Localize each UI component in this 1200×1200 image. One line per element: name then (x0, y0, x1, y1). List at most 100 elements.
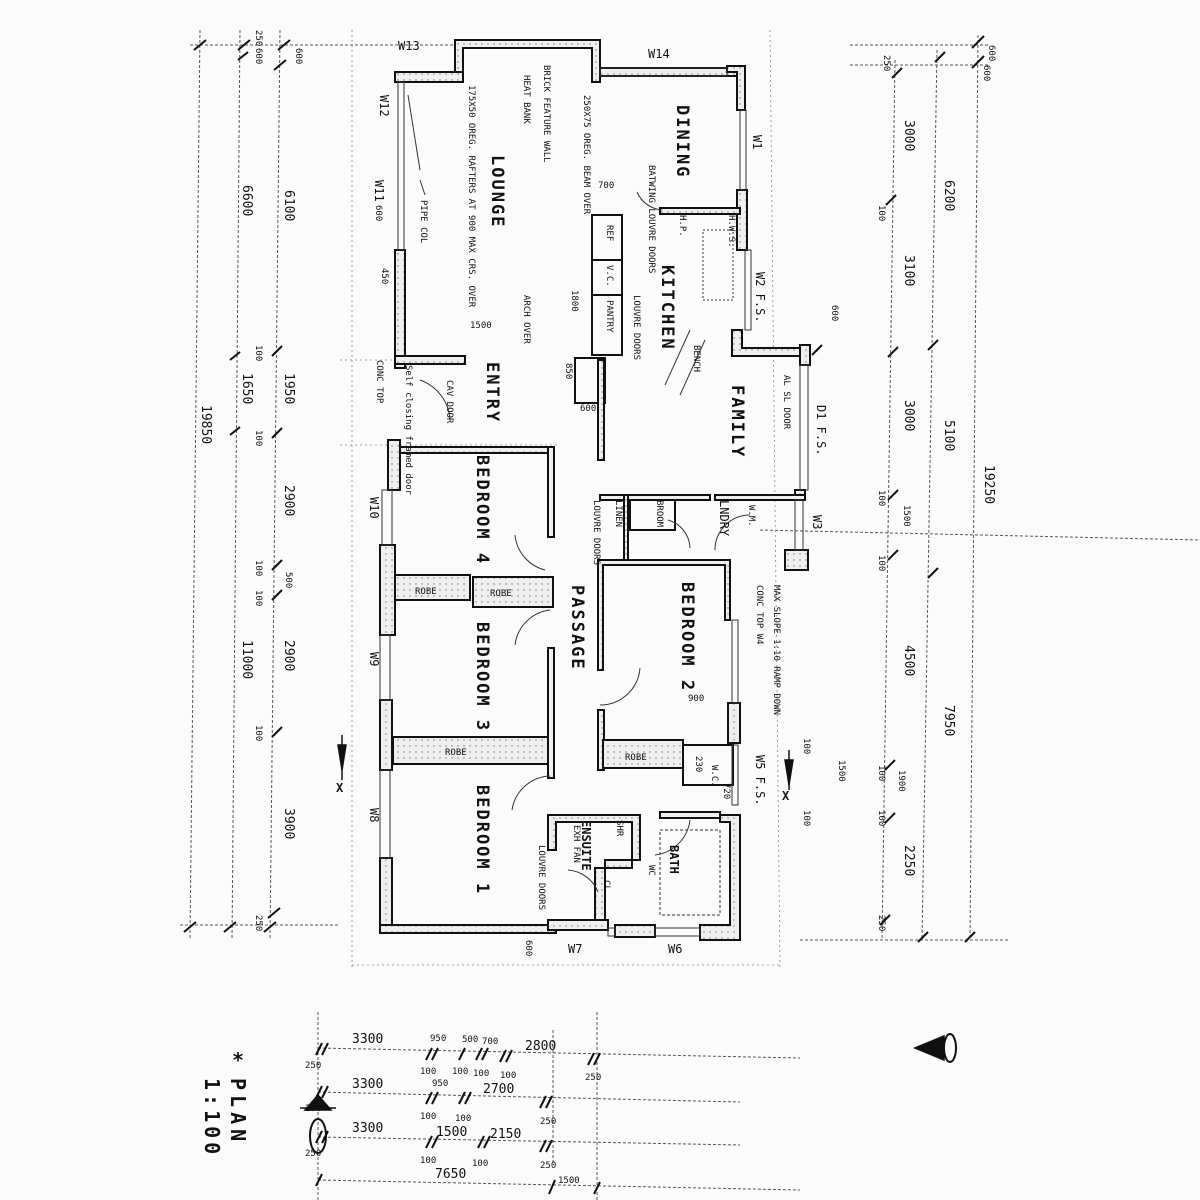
note-conc-top-w4: CONC TOP W4 (754, 585, 764, 645)
window-w7 (607, 927, 616, 937)
wall-broom (629, 499, 676, 531)
dim-small-850: 850 (563, 363, 573, 380)
wall-family-north (731, 329, 811, 357)
dim-small-600: 600 (580, 404, 597, 414)
dim-left-250-bottom: 250 (253, 915, 263, 932)
dim-bottom-r2-100-b: 100 (455, 1114, 472, 1124)
dim-small-600-c: 600 (523, 940, 533, 957)
section-label-left: X (336, 781, 344, 795)
note-self-closing: Self closing framed door (403, 365, 413, 496)
window-label-w13: W13 (398, 39, 420, 53)
note-hws: H.W.S. (726, 215, 736, 248)
dim-right-local-1500: 1500 (836, 760, 846, 782)
dim-right-600: 600 (829, 305, 839, 322)
window-label-w11: W11 (372, 180, 386, 202)
dim-left-2900-a: 2900 (281, 485, 296, 517)
window-label-w6: W6 (668, 942, 683, 956)
note-louvre-doors: LOUVRE DOORS (591, 500, 601, 566)
left-dimension-ticks (183, 39, 291, 933)
bottom-dimension-lines (317, 1012, 801, 1200)
dim-right-100-c: 100 (876, 555, 886, 572)
fixture-bath-tub (659, 829, 721, 916)
wall-lounge-south (394, 355, 466, 365)
wall-robe-bed3 (392, 736, 552, 765)
dim-bottom-r2-250-a: 250 (305, 1104, 322, 1114)
note-wc: WC (646, 865, 656, 876)
room-label-lndry: LNDRY (717, 500, 731, 537)
note-al-sl-door: AL SL DOOR (781, 375, 791, 430)
room-label-bath: BATH (667, 845, 681, 874)
dim-right-19250: 19250 (981, 465, 996, 505)
door-bed2 (599, 667, 641, 706)
door-bed1 (511, 775, 551, 811)
note-cavity-door: CAV DOOR (444, 380, 454, 424)
left-dimension-lines (180, 29, 470, 941)
dim-bottom-r1-100-d: 100 (500, 1071, 517, 1081)
dim-bottom-r4-7650: 7650 (435, 1167, 467, 1182)
dim-bottom-r3-1500: 1500 (436, 1125, 468, 1140)
note-louvre-pantry: LOUVRE DOORS (631, 295, 641, 361)
dim-bottom-r3-100-a: 100 (420, 1156, 437, 1166)
wall-bath-east (699, 814, 741, 941)
dim-small-900: 900 (688, 694, 705, 704)
dim-right-600-top: 600 (986, 45, 996, 62)
note-heat-bank: HEAT BANK (521, 75, 531, 124)
title-marker: * (232, 1048, 245, 1072)
dim-left-2900-b: 2900 (281, 640, 296, 672)
dim-small-450: 450 (379, 268, 389, 285)
wall-kitchen-north (659, 207, 741, 215)
dim-small-700: 700 (598, 181, 615, 191)
note-louvre-ensuite: LOUVRE DOORS (536, 845, 546, 911)
dim-right-3000-b: 3000 (901, 400, 916, 432)
dim-right-100-d: 100 (876, 765, 886, 782)
fixture-stove (702, 229, 734, 301)
wall-robe-bed4-b (472, 576, 554, 608)
wall-dining-north (599, 67, 741, 77)
dim-small-230: 230 (693, 756, 703, 773)
room-label-robe-b: ROBE (490, 589, 512, 599)
wall-wc-block (682, 744, 734, 786)
dim-bottom-r1-950: 950 (430, 1034, 447, 1044)
dim-bottom-r1-100-a: 100 (420, 1067, 437, 1077)
note-hp: H.P. (677, 215, 687, 237)
window-label-w5: W5 F.S. (753, 755, 767, 806)
wall-lounge-west-pier (394, 71, 464, 83)
window-label-w2: W2 F.S. (753, 272, 767, 323)
room-label-pantry: PANTRY (604, 300, 614, 333)
north-arrow-right (913, 1034, 945, 1062)
window-w6 (654, 927, 701, 937)
note-pipe-col: PIPE COL (418, 200, 428, 244)
dim-bottom-r2-2700: 2700 (483, 1082, 515, 1097)
window-label-d1: D1 F.S. (814, 405, 828, 456)
north-arrow-bottom (303, 1093, 333, 1111)
wall-bed1-west (379, 857, 393, 934)
wall-dining-east (726, 65, 746, 111)
window-label-w10: W10 (367, 497, 381, 519)
dim-right-2250: 2250 (901, 845, 916, 877)
note-conc-top: CONC TOP (374, 360, 384, 404)
window-label-w12: W12 (377, 95, 391, 117)
wall-ensuite-south (547, 919, 609, 931)
wall-bath-north (659, 811, 721, 819)
dim-right-3000-a: 3000 (901, 120, 916, 152)
room-label-bedroom2: BEDROOM 2 (677, 582, 697, 693)
room-label-ensuite: ENSUITE (579, 820, 593, 871)
dim-small-600-d: 600 (981, 65, 991, 82)
wall-bed3-west-pier (379, 699, 393, 771)
drawing-scale: 1:100 (200, 1078, 224, 1159)
room-label-dining: DINING (672, 105, 692, 179)
note-arch: ARCH OVER (521, 295, 531, 344)
wall-ensuite (547, 814, 641, 931)
wall-bed4-south-pier (379, 544, 396, 636)
note-exh-fan: EXH FAN (571, 825, 581, 863)
dim-bottom-r2-3300: 3300 (352, 1077, 384, 1092)
window-label-w9: W9 (367, 652, 381, 667)
door-entry (419, 379, 451, 421)
door-bath (654, 819, 691, 856)
door-swings (419, 191, 751, 893)
dim-bottom-r1-250-b: 250 (585, 1073, 602, 1083)
wall-linen-divider (623, 494, 629, 561)
room-label-bedroom4: BEDROOM 4 (472, 455, 492, 566)
